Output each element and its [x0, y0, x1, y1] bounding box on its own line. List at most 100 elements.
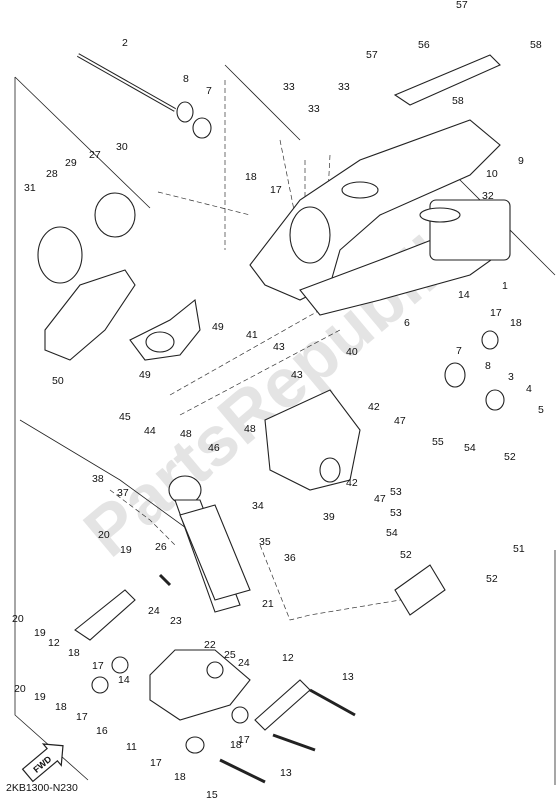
- callout-45: 45: [119, 411, 131, 423]
- callout-50: 50: [52, 375, 64, 387]
- callout-26: 26: [155, 541, 167, 553]
- callout-14: 14: [458, 289, 470, 301]
- callout-36: 36: [284, 552, 296, 564]
- callout-53: 53: [390, 486, 402, 498]
- callout-32: 32: [482, 190, 494, 202]
- shock-absorber: [168, 475, 251, 613]
- callout-17: 17: [490, 307, 502, 319]
- heat-shield: [44, 269, 136, 361]
- callout-3: 3: [508, 371, 514, 383]
- callout-17: 17: [270, 184, 282, 196]
- callout-35: 35: [259, 536, 271, 548]
- callout-17: 17: [76, 711, 88, 723]
- callout-17: 17: [238, 734, 250, 746]
- callout-55: 55: [432, 436, 444, 448]
- callout-33: 33: [283, 81, 295, 93]
- callout-48: 48: [244, 423, 256, 435]
- callout-18: 18: [68, 647, 80, 659]
- callout-30: 30: [116, 141, 128, 153]
- callout-46: 46: [208, 442, 220, 454]
- link-bracket: [264, 389, 361, 491]
- callout-20: 20: [98, 529, 110, 541]
- callout-43: 43: [273, 341, 285, 353]
- callout-49: 49: [212, 321, 224, 333]
- callout-52: 52: [400, 549, 412, 561]
- callout-6: 6: [404, 317, 410, 329]
- callout-7: 7: [206, 85, 212, 97]
- callout-9: 9: [518, 155, 524, 167]
- callout-19: 19: [34, 691, 46, 703]
- callout-40: 40: [346, 346, 358, 358]
- callout-5: 5: [538, 404, 544, 416]
- callout-23: 23: [170, 615, 182, 627]
- callout-51: 51: [513, 543, 525, 555]
- fwd-arrow: FWD: [21, 743, 64, 783]
- callout-37: 37: [117, 487, 129, 499]
- callout-19: 19: [34, 627, 46, 639]
- callout-13: 13: [280, 767, 292, 779]
- callout-58: 58: [530, 39, 542, 51]
- callout-47: 47: [394, 415, 406, 427]
- callout-17: 17: [150, 757, 162, 769]
- callout-13: 13: [342, 671, 354, 683]
- callout-22: 22: [204, 639, 216, 651]
- callout-15: 15: [206, 789, 218, 800]
- callout-11: 11: [126, 741, 137, 753]
- callout-25: 25: [224, 649, 236, 661]
- callout-31: 31: [24, 182, 36, 194]
- callout-20: 20: [14, 683, 26, 695]
- callout-10: 10: [486, 168, 498, 180]
- callout-57: 57: [366, 49, 378, 61]
- callout-41: 41: [246, 329, 258, 341]
- callout-24: 24: [238, 657, 250, 669]
- callout-4: 4: [526, 383, 532, 395]
- callout-18: 18: [174, 771, 186, 783]
- callout-20: 20: [12, 613, 24, 625]
- swingarm: [249, 119, 511, 316]
- chain-guard: [37, 192, 136, 284]
- callout-49: 49: [139, 369, 151, 381]
- callout-8: 8: [485, 360, 491, 372]
- callout-33: 33: [308, 103, 320, 115]
- callout-18: 18: [55, 701, 67, 713]
- callout-18: 18: [245, 171, 257, 183]
- callout-2: 2: [122, 37, 128, 49]
- callout-33: 33: [338, 81, 350, 93]
- collars: [91, 330, 505, 754]
- callout-12: 12: [48, 637, 60, 649]
- callout-54: 54: [386, 527, 398, 539]
- callout-28: 28: [46, 168, 58, 180]
- chain-adjuster-plate: [393, 54, 501, 106]
- bolts: [158, 573, 356, 784]
- callout-19: 19: [120, 544, 132, 556]
- caliper-bracket: [129, 298, 201, 361]
- callout-24: 24: [148, 605, 160, 617]
- canister: [394, 564, 446, 616]
- callout-38: 38: [92, 473, 104, 485]
- callout-12: 12: [282, 652, 294, 664]
- callout-58: 58: [452, 95, 464, 107]
- callout-29: 29: [65, 157, 77, 169]
- callout-39: 39: [323, 511, 335, 523]
- pivot-shaft: [77, 53, 212, 139]
- callout-54: 54: [464, 442, 476, 454]
- callout-16: 16: [96, 725, 108, 737]
- callout-56: 56: [418, 39, 430, 51]
- diagram-code: 2KB1300-N230: [6, 782, 78, 794]
- callout-52: 52: [486, 573, 498, 585]
- callout-34: 34: [252, 500, 264, 512]
- callout-48: 48: [180, 428, 192, 440]
- callout-44: 44: [144, 425, 156, 437]
- callout-1: 1: [502, 280, 508, 292]
- callout-14: 14: [118, 674, 130, 686]
- callout-18: 18: [510, 317, 522, 329]
- callout-21: 21: [262, 598, 274, 610]
- callout-53: 53: [390, 507, 402, 519]
- callout-18: 18: [230, 739, 242, 751]
- callout-8: 8: [183, 73, 189, 85]
- callout-42: 42: [368, 401, 380, 413]
- callout-52: 52: [504, 451, 516, 463]
- callout-57: 57: [456, 0, 468, 11]
